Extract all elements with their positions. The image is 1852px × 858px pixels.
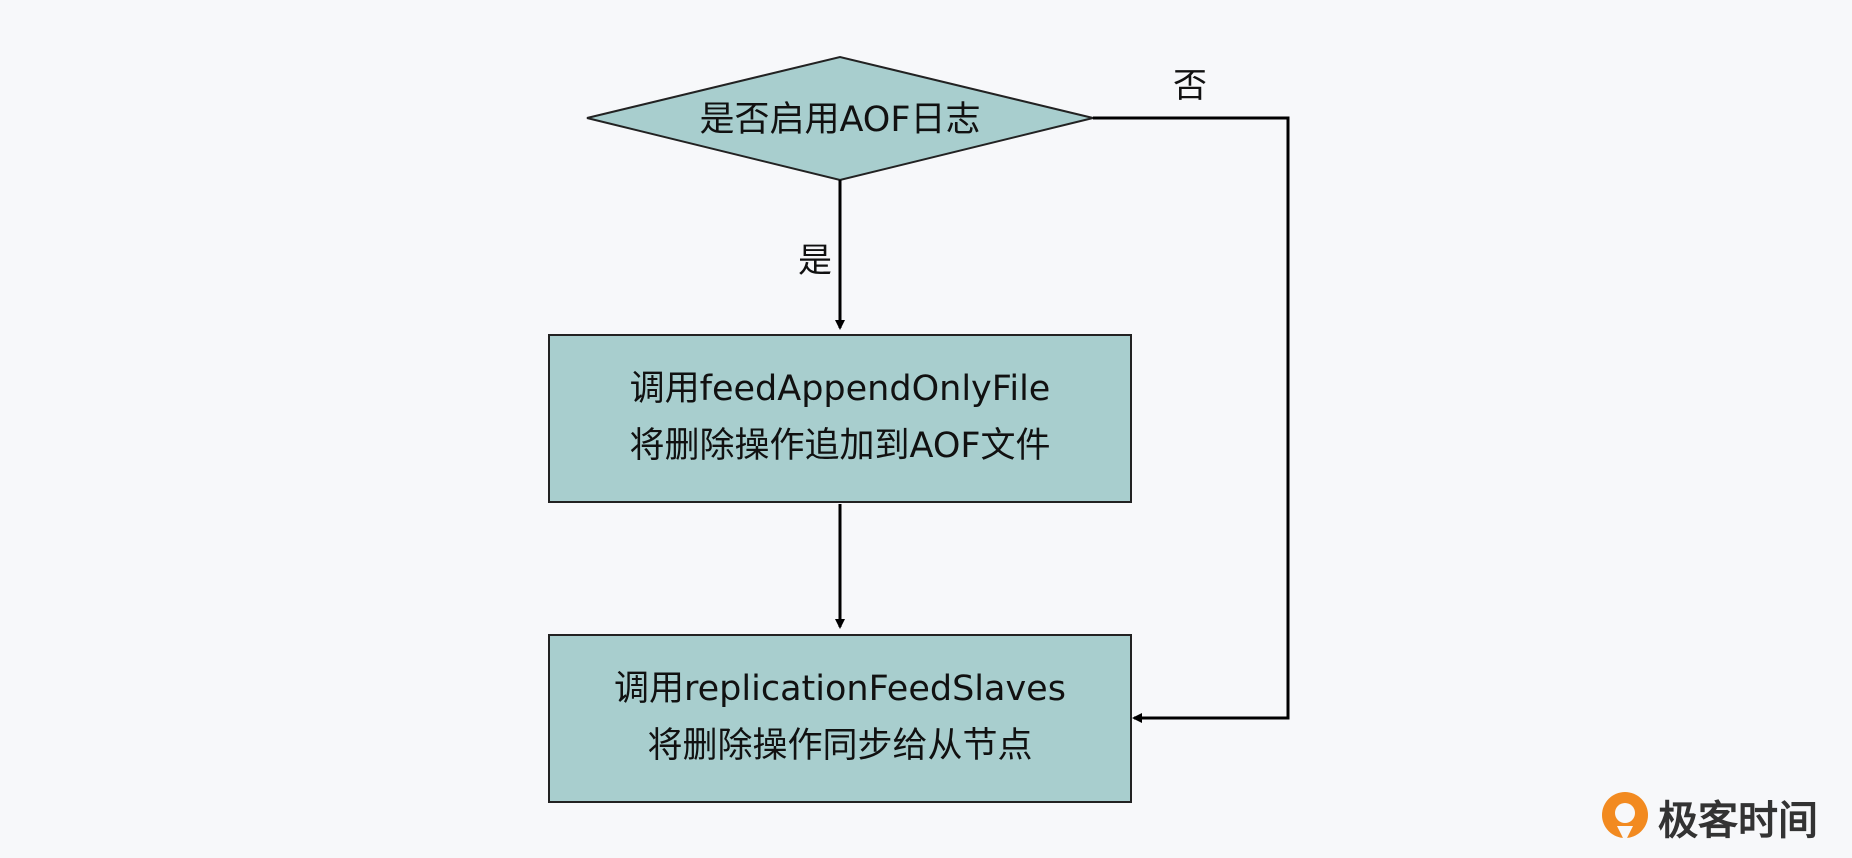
edge-yes: 是 bbox=[798, 180, 845, 330]
process-replication-node: 调用replicationFeedSlaves 将删除操作同步给从节点 bbox=[548, 634, 1132, 803]
geektime-logo-icon bbox=[1602, 792, 1648, 842]
process-aof-node: 调用feedAppendOnlyFile 将删除操作追加到AOF文件 bbox=[548, 334, 1132, 503]
edge-no-label: 否 bbox=[1173, 66, 1207, 106]
process-aof-line1: 调用feedAppendOnlyFile bbox=[630, 369, 1051, 409]
decision-node: 是否启用AOF日志 bbox=[586, 55, 1094, 182]
brand-name: 极客时间 bbox=[1658, 798, 1818, 844]
brand-watermark: 极客时间 bbox=[1602, 792, 1818, 844]
edge-no-line bbox=[1093, 116, 1290, 723]
process-replication-box bbox=[548, 634, 1132, 803]
process-aof-box bbox=[548, 334, 1132, 503]
process-aof-line2: 将删除操作追加到AOF文件 bbox=[629, 426, 1050, 466]
decision-label: 是否启用AOF日志 bbox=[699, 100, 980, 140]
edge-no: 否 bbox=[1093, 66, 1290, 723]
process-replication-line1: 调用replicationFeedSlaves bbox=[614, 669, 1066, 709]
edge-yes-label: 是 bbox=[798, 241, 832, 281]
process-replication-line2: 将删除操作同步给从节点 bbox=[647, 726, 1032, 766]
